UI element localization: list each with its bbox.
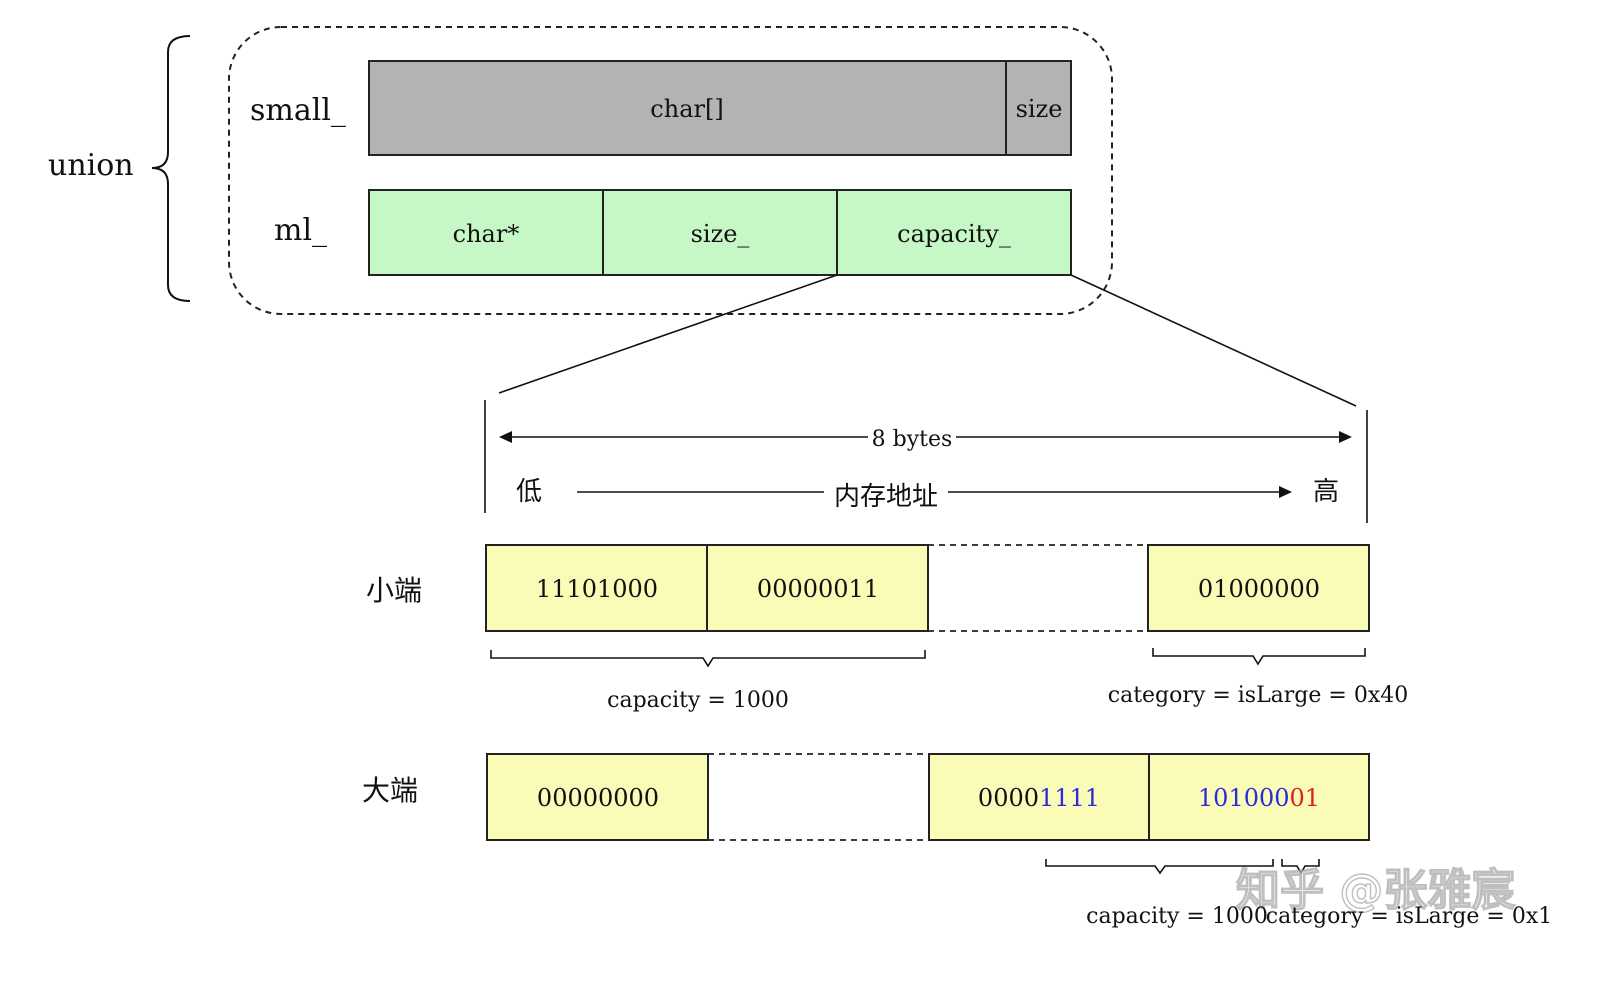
le-gap-dashed [927,544,1148,632]
big-endian-label: 大端 [362,774,418,807]
be-capacity-brace [1045,859,1274,875]
le-byte-7-value: 01000000 [1198,575,1320,603]
ml-size-cell [602,189,838,276]
small-size-cell [1005,60,1072,156]
zoom-line-left [498,274,838,394]
union-dashed-boundary [228,26,1113,315]
memory-address-label: 内存地址 [834,482,938,512]
be-byte-6-cell [928,753,1150,841]
be-byte-0-value: 00000000 [537,784,659,812]
small-member-label: small_ [250,93,346,128]
be-byte-7-value: 10100001 [1198,784,1320,812]
be-byte-7-red-bits: 01 [1290,784,1321,812]
le-byte-1-cell [706,544,929,632]
little-endian-label: 小端 [366,574,422,607]
address-arrow-head [1279,486,1292,498]
small-char-array-cell [368,60,1007,156]
be-byte-6-value: 00001111 [978,784,1100,812]
be-category-note: category = isLarge = 0x1 [1266,904,1552,929]
low-address-label: 低 [516,477,542,507]
le-capacity-brace [490,650,926,668]
ml-capacity-text: capacity_ [897,220,1011,248]
high-address-label: 高 [1313,477,1339,507]
be-byte-7-cell [1148,753,1370,841]
small-size-text: size [1016,95,1063,123]
union-label: union [48,148,134,183]
ml-capacity-cell [836,189,1072,276]
le-category-brace [1152,648,1366,666]
ml-char-pointer-text: char* [453,220,520,248]
ml-member-label: ml_ [274,213,327,248]
union-brace [151,35,191,302]
be-byte-6-black-bits: 0000 [978,784,1039,812]
le-byte-1-value: 00000011 [757,575,879,603]
ml-size-text: size_ [691,220,750,248]
be-byte-0-cell [486,753,709,841]
be-byte-7-blue-bits: 101000 [1198,784,1290,812]
le-capacity-note: capacity = 1000 [607,688,789,713]
watermark-text: 知乎 @张雅宸 [1236,865,1515,916]
le-byte-0-cell [485,544,708,632]
be-byte-6-blue-bits: 1111 [1039,784,1100,812]
bytes-arrow-right-head [1339,431,1352,443]
le-category-note: category = isLarge = 0x40 [1108,683,1408,708]
be-gap-dashed [708,753,929,841]
be-capacity-note: capacity = 1000 [1086,904,1268,929]
zoom-line-right [1070,274,1357,407]
le-byte-7-cell [1147,544,1370,632]
bytes-label: 8 bytes [872,427,953,452]
be-category-brace [1281,859,1320,875]
bytes-arrow-left-head [499,431,512,443]
small-char-array-text: char[] [650,95,723,123]
le-byte-0-value: 11101000 [536,575,658,603]
